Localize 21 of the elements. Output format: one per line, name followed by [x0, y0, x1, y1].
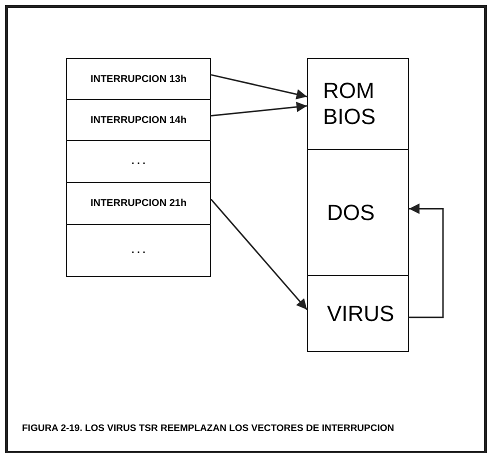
- node-label: ROM BIOS: [323, 78, 377, 130]
- vector-table-row: [66, 140, 211, 183]
- node-label: . . .: [132, 156, 146, 167]
- node-label: INTERRUPCION 13h: [90, 74, 187, 84]
- arrow: [210, 74, 308, 100]
- arrow: [210, 198, 308, 310]
- memory-block: [307, 149, 409, 276]
- arrow: [409, 203, 444, 318]
- vector-table-row: [66, 58, 211, 100]
- memory-block: [307, 275, 409, 352]
- node-label: . . .: [132, 245, 146, 256]
- memory-block: [307, 58, 409, 150]
- vector-table-row: [66, 182, 211, 225]
- node-label: DOS: [327, 200, 376, 226]
- node-label: INTERRUPCION 21h: [90, 198, 187, 209]
- node-label: VIRUS: [327, 300, 396, 326]
- node-label: INTERRUPCION 14h: [90, 114, 187, 126]
- arrow: [210, 102, 308, 117]
- figure-caption: FIGURA 2-19. LOS VIRUS TSR REEMPLAZAN LOS VECTORES DE INTERRUPCION: [22, 423, 394, 434]
- vector-table-row: [66, 224, 211, 277]
- vector-table-row: [66, 99, 211, 141]
